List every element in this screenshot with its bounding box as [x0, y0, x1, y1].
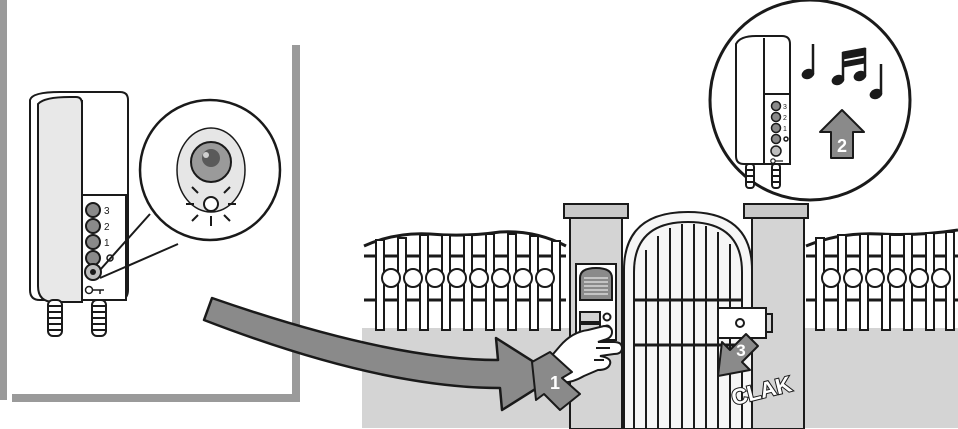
led-zoom-circle — [140, 100, 280, 240]
zoom-button-label-3: 3 — [783, 104, 787, 111]
button-extra — [86, 251, 100, 265]
intercom-handset — [30, 92, 128, 336]
step-1-label: 1 — [550, 373, 560, 393]
fence-right — [806, 230, 958, 330]
step-2-label: 2 — [837, 136, 847, 156]
button-label-2: 2 — [104, 222, 110, 233]
button-label-3: 3 — [104, 206, 110, 217]
button-3 — [86, 203, 100, 217]
ringing-zoom-circle: 3 2 1 2 — [710, 0, 910, 200]
fence-left — [364, 232, 566, 330]
button-1 — [86, 235, 100, 249]
zoom-button-label-1: 1 — [783, 126, 787, 133]
step-3-label: 3 — [736, 341, 745, 360]
zoom-button-label-2: 2 — [783, 115, 787, 122]
button-label-1: 1 — [104, 238, 110, 249]
button-2 — [86, 219, 100, 233]
electric-lock — [718, 308, 772, 338]
handset-cord — [48, 300, 106, 336]
